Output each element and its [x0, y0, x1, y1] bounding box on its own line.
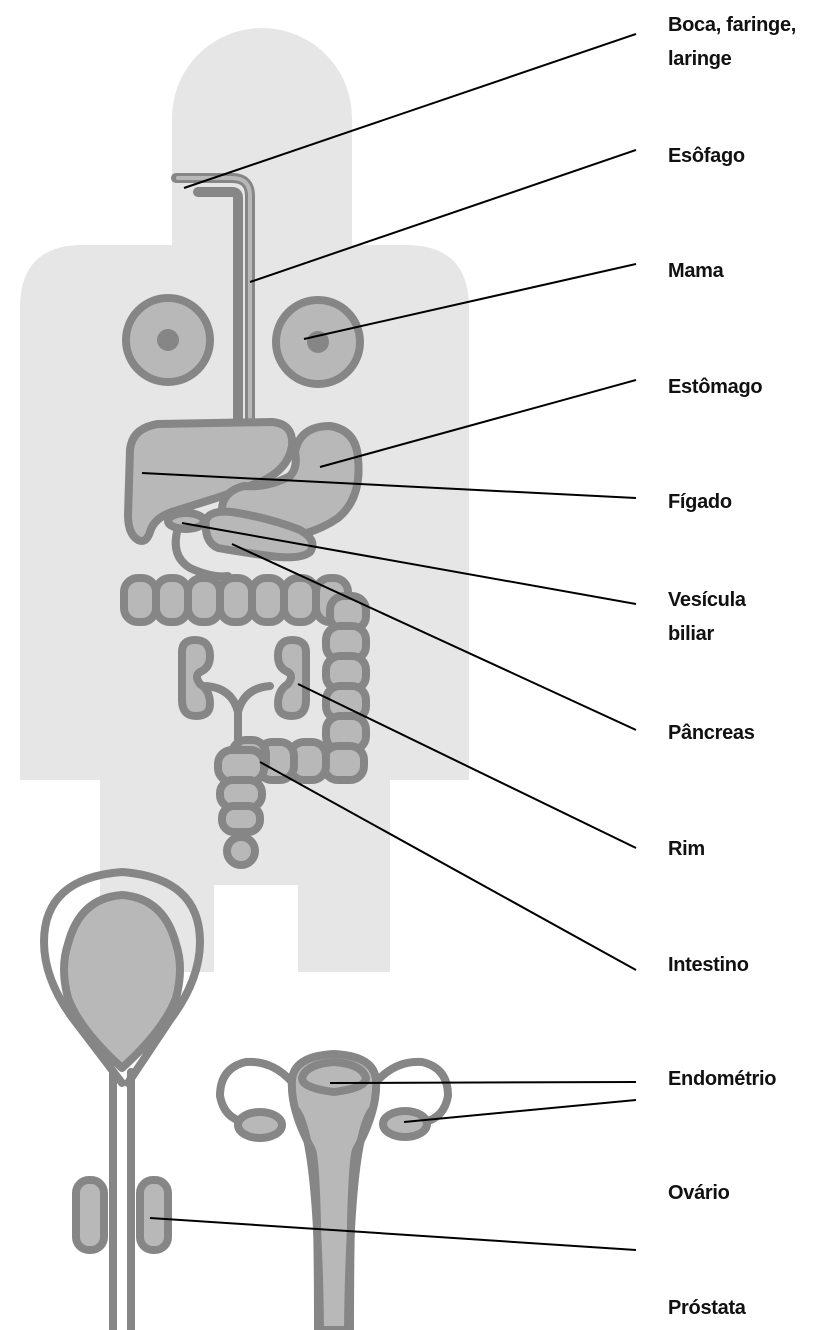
label-mama: Mama: [668, 254, 724, 288]
leader-prostata: [150, 1218, 636, 1250]
ovary-left: [238, 1112, 282, 1138]
label-vesicula-biliar: Vesícula biliar: [668, 583, 746, 651]
label-esofago: Esôfago: [668, 139, 745, 173]
label-rim: Rim: [668, 832, 705, 866]
head-neck-silhouette: [172, 28, 352, 245]
prostate-left: [76, 1180, 104, 1250]
bladder-prostate: [44, 872, 200, 1330]
label-boca-faringe-laringe: Boca, faringe, laringe: [668, 8, 796, 76]
label-figado: Fígado: [668, 485, 732, 519]
bladder: [64, 895, 180, 1068]
prostate-right: [140, 1180, 168, 1250]
uterus-ovaries: [220, 1054, 448, 1330]
label-ovario: Ovário: [668, 1176, 730, 1210]
label-pancreas: Pâncreas: [668, 716, 755, 750]
transverse-colon: [124, 578, 348, 622]
label-prostata: Próstata: [668, 1291, 746, 1325]
endometrium: [302, 1062, 366, 1092]
label-estomago: Estômago: [668, 370, 762, 404]
ovary-right: [383, 1111, 427, 1137]
urethra: [113, 1072, 131, 1330]
descending-colon: [324, 596, 366, 780]
rectum: [218, 750, 264, 865]
leader-endometrio: [330, 1082, 636, 1083]
nipple-left: [157, 329, 179, 351]
label-endometrio: Endométrio: [668, 1062, 776, 1096]
label-intestino: Intestino: [668, 948, 749, 982]
